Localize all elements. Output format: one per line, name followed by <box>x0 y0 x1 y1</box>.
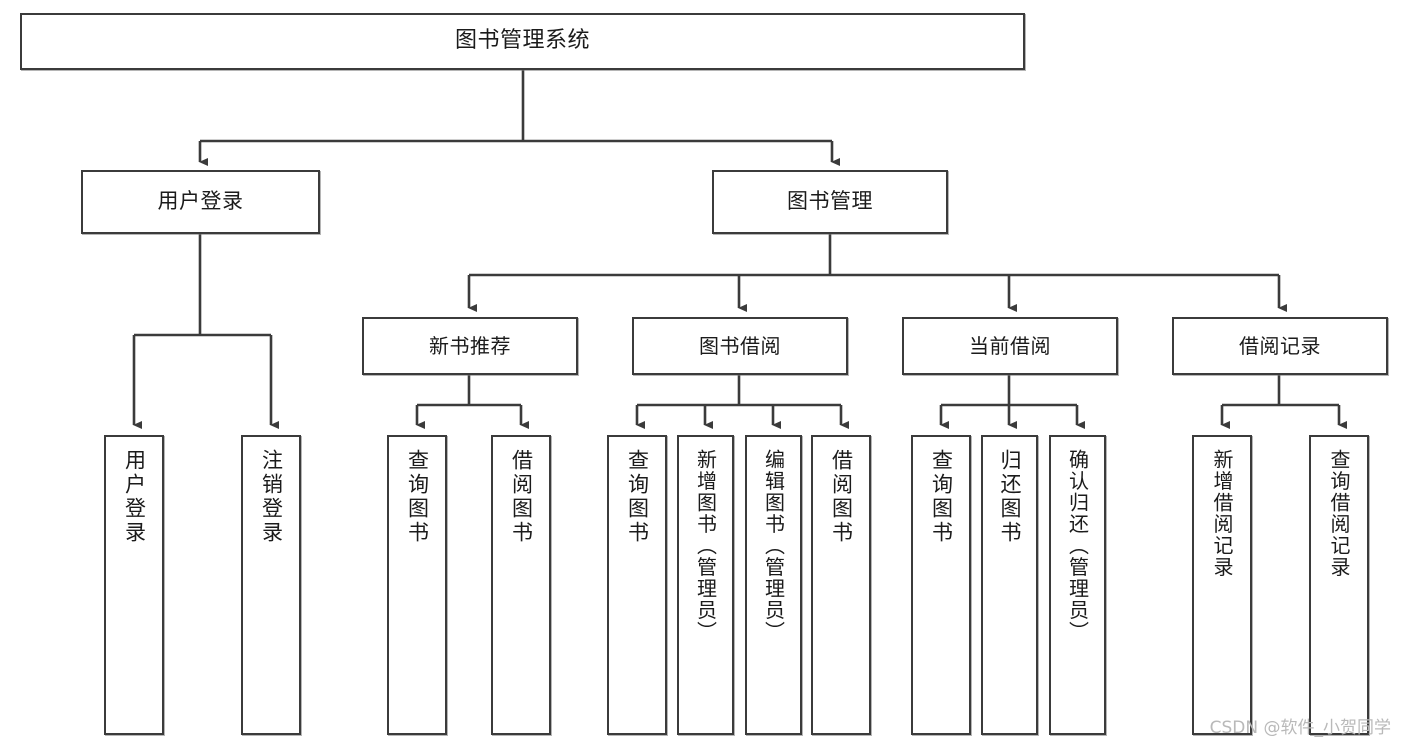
leaf-edit-book-admin[interactable]: 编辑图书（管理员） <box>745 435 802 735</box>
node-new-book-recommend[interactable]: 新书推荐 <box>362 317 578 375</box>
leaf-logout[interactable]: 注销登录 <box>241 435 301 735</box>
node-label: 编辑图书（管理员） <box>761 449 786 643</box>
leaf-query-book-current[interactable]: 查询图书 <box>911 435 971 735</box>
node-label: 查询图书 <box>405 449 430 545</box>
node-label: 新增借阅记录 <box>1210 449 1234 578</box>
node-label: 查询图书 <box>929 449 954 545</box>
leaf-query-book-recommend[interactable]: 查询图书 <box>387 435 447 735</box>
leaf-user-login[interactable]: 用户登录 <box>104 435 164 735</box>
leaf-add-borrow-record[interactable]: 新增借阅记录 <box>1192 435 1252 735</box>
node-label: 图书管理 <box>787 189 873 214</box>
node-label: 用户登录 <box>122 449 147 545</box>
leaf-borrow-book-recommend[interactable]: 借阅图书 <box>491 435 551 735</box>
leaf-borrow-book[interactable]: 借阅图书 <box>811 435 871 735</box>
node-borrow-record[interactable]: 借阅记录 <box>1172 317 1388 375</box>
node-label: 图书借阅 <box>699 333 781 358</box>
node-label: 注销登录 <box>259 449 284 545</box>
node-book-borrow[interactable]: 图书借阅 <box>632 317 848 375</box>
node-label: 借阅图书 <box>509 449 534 545</box>
leaf-add-book-admin[interactable]: 新增图书（管理员） <box>677 435 734 735</box>
node-label: 查询图书 <box>625 449 650 545</box>
leaf-query-book-borrow[interactable]: 查询图书 <box>607 435 667 735</box>
node-label: 新增图书（管理员） <box>693 449 718 643</box>
node-label: 确认归还（管理员） <box>1065 449 1090 643</box>
node-label: 借阅记录 <box>1239 333 1321 358</box>
node-user-login[interactable]: 用户登录 <box>81 170 320 234</box>
watermark-text: CSDN @软件_小贺同学 <box>1209 718 1391 738</box>
node-label: 归还图书 <box>998 449 1023 545</box>
leaf-return-book[interactable]: 归还图书 <box>981 435 1038 735</box>
leaf-query-borrow-record[interactable]: 查询借阅记录 <box>1309 435 1369 735</box>
node-label: 查询借阅记录 <box>1327 449 1351 578</box>
node-current-borrow[interactable]: 当前借阅 <box>902 317 1118 375</box>
node-label: 当前借阅 <box>969 333 1051 358</box>
node-label: 新书推荐 <box>429 333 511 358</box>
node-root-system[interactable]: 图书管理系统 <box>20 13 1025 70</box>
node-book-management[interactable]: 图书管理 <box>712 170 948 234</box>
node-label: 图书管理系统 <box>454 28 590 54</box>
leaf-confirm-return-admin[interactable]: 确认归还（管理员） <box>1049 435 1106 735</box>
node-label: 用户登录 <box>157 189 244 214</box>
node-label: 借阅图书 <box>829 449 854 545</box>
